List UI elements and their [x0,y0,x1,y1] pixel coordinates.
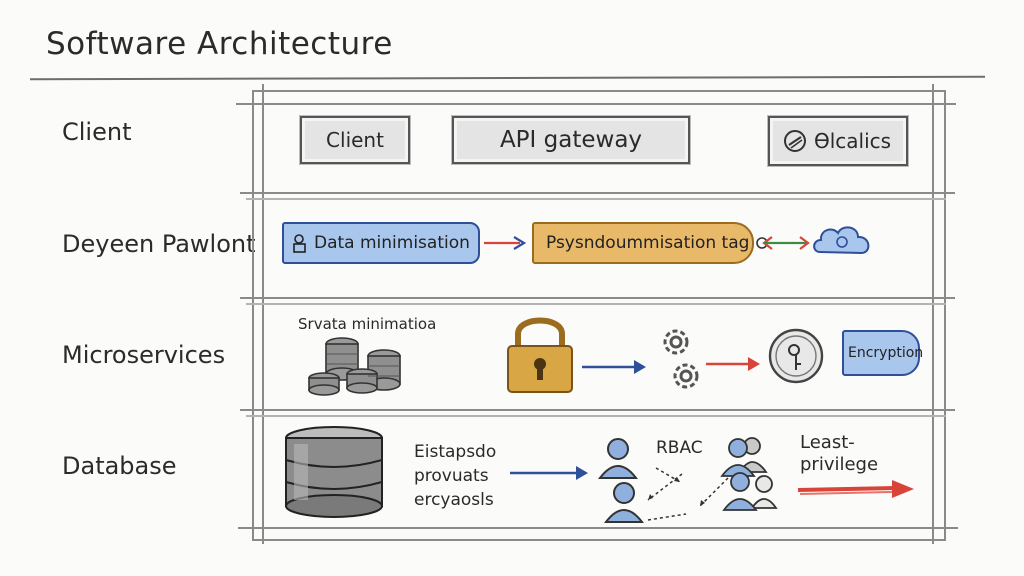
row-divider-1b [246,198,946,200]
rbac-connections [647,467,729,521]
row-label-privacy: Deyeen Pawlont [62,230,256,258]
user-group-icon-2 [722,472,778,511]
encryption-label: Encryption [848,345,924,361]
row-label-microservices: Microservices [62,341,226,369]
coin-stacks-icon [308,337,401,396]
least-privilege-arrow [797,480,914,498]
lock-icon [507,317,573,393]
pseudonymisation-label: Psysndoummisation tag [546,233,750,253]
database-icon [285,426,383,518]
page-title: Software Architecture [46,26,393,62]
least-privilege-line-2: privilege [800,454,879,475]
least-privilege-label: Least- privilege [800,432,878,476]
db-note-line-1: Eistapsdo [414,442,497,462]
arrow-to-pseudo [484,236,527,250]
user-icon-2 [603,482,645,523]
frame-right-inner [932,84,934,544]
user-lock-icon [293,234,306,253]
row-divider-3b [246,415,946,417]
no-entry-icon [784,130,806,152]
db-note: Eistapsdo provuats ercyaosls [414,440,496,512]
row-label-client: Client [62,118,132,146]
analytics-box: Ѳlcalics [768,116,908,166]
db-note-line-3: ercyaosls [414,490,494,510]
key-vault-icon [768,328,824,384]
bidirectional-arrow [762,236,810,250]
microservices-note: Srvata minimatioa [298,315,437,333]
db-note-line-2: provuats [414,466,489,486]
row-divider-1 [240,192,955,194]
row-divider-2 [240,297,955,299]
data-minimisation-tag: Data minimisation [282,222,480,264]
user-icon-1 [597,438,639,479]
pseudonymisation-tag: Psysndoummisation tag [532,222,769,264]
rbac-label: RBAC [656,438,703,458]
gears-icon [663,329,699,389]
row-label-database: Database [62,452,177,480]
diagram-frame [252,90,946,541]
user-group-icon-1 [720,437,768,477]
encryption-tag: Encryption [842,330,924,376]
arrow-gears-to-key [706,357,760,371]
cloud-icon [813,226,870,255]
data-minimisation-label: Data minimisation [314,233,470,253]
title-divider [29,75,986,81]
client-box: Client [300,116,410,164]
row-divider-3 [240,409,955,411]
row-divider-2b [246,303,946,305]
least-privilege-line-1: Least- [800,432,855,453]
arrow-lock-to-gears [582,360,646,374]
arrow-db-to-rbac [510,466,588,480]
frame-bottom-inner [238,527,958,529]
api-gateway-box: API gateway [452,116,690,164]
frame-left-inner [262,84,264,544]
frame-top-inner [236,103,956,105]
analytics-label: Ѳlcalics [814,129,892,153]
